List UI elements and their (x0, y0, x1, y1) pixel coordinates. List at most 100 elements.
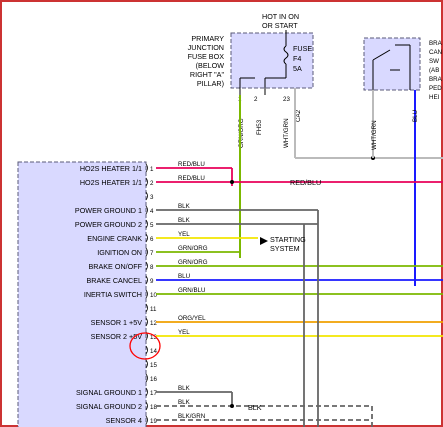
wire-label-pin-5: BLK (178, 217, 191, 224)
pin-bracket-4 (145, 205, 148, 215)
pin-bracket-11 (145, 303, 148, 313)
annotation-circle (129, 332, 161, 360)
splice-dot (230, 180, 234, 184)
jb-pin-23: 23 (283, 96, 290, 103)
ecm-pin-label-10: INERTIA SWITCH (84, 290, 142, 299)
wire-label-pin-13: YEL (178, 329, 190, 336)
starting-system-label-2: SYSTEM (270, 244, 300, 253)
jb-label-3: FUSE BOX (188, 52, 225, 61)
wire-label-pin-19: BLK/GRN (178, 413, 205, 420)
ecm-pin-label-17: SIGNAL GROUND 1 (76, 388, 142, 397)
brake-label-4: (AB (429, 67, 439, 74)
hot-label-2: OR START (262, 21, 298, 30)
wire-label-pin-12: ORG/YEL (178, 315, 206, 322)
pin-bracket-10 (145, 289, 148, 299)
brake-wire-label-1: WHT/GRN (371, 120, 378, 150)
jb-label-5: RIGHT "A" (190, 70, 225, 79)
hot-label-1: HOT IN ON (262, 12, 299, 21)
pin-number-5: 5 (150, 222, 154, 229)
ecm-pin-label-6: ENGINE CRANK (87, 234, 142, 243)
pin-number-17: 17 (150, 390, 157, 397)
pin-bracket-19 (145, 415, 148, 425)
wire-label-pin-17: BLK (178, 385, 191, 392)
pin-number-19: 19 (150, 418, 157, 425)
ecm-connector-box (17, 161, 147, 427)
pin-bracket-3 (145, 191, 148, 201)
wire-label-pin-18: BLK (178, 399, 191, 406)
fuse-label-3: 5A (293, 64, 302, 73)
brake-label-6: PED (429, 85, 442, 92)
pin-number-2: 2 (150, 180, 154, 187)
fuse-box-outline (230, 32, 314, 89)
ecm-pin-label-7: IGNITION ON (97, 248, 142, 257)
pin-number-15: 15 (150, 362, 157, 369)
ground-label-blk: BLK (248, 403, 262, 412)
brake-label-2: CAN (429, 49, 442, 56)
primary-junction-fuse-box: HOT IN ON OR START FUSE F4 5A PRIMARY JU… (188, 12, 314, 148)
pin-bracket-5 (145, 219, 148, 229)
pin-bracket-12 (145, 317, 148, 327)
pin-bracket-1 (145, 163, 148, 173)
pin-bracket-15 (145, 359, 148, 369)
pin-bracket-17 (145, 387, 148, 397)
pin-number-10: 10 (150, 292, 157, 299)
pin-number-18: 18 (150, 404, 157, 411)
ecm-pin-label-13: SENSOR 2 +5V (91, 332, 143, 341)
pin-number-13: 13 (150, 334, 157, 341)
wire-label-pin-4: BLK (178, 203, 191, 210)
pin-number-3: 3 (150, 194, 154, 201)
brake-wire-label-2: BLU (412, 110, 419, 122)
wire-label-grn-org: GRN/ORG (238, 118, 245, 148)
ecm-pin-label-5: POWER GROUND 2 (75, 220, 142, 229)
pin-bracket-14 (145, 345, 148, 355)
pin-bracket-16 (145, 373, 148, 383)
ecm-pin-label-19: SENSOR 4 (106, 416, 142, 425)
wire-label-wht-grn: WHT/GRN (283, 118, 290, 148)
splice-dot (230, 404, 234, 408)
ecm-pin-label-4: POWER GROUND 1 (75, 206, 142, 215)
pin-bracket-8 (145, 261, 148, 271)
ecm-pin-label-1: HO2S HEATER 1/1 (80, 164, 142, 173)
pin-bracket-7 (145, 247, 148, 257)
pin-number-9: 9 (150, 278, 154, 285)
jb-pin-2: 2 (254, 96, 258, 103)
wire-label-pin-10: GRN/BLU (178, 287, 206, 294)
pin-bracket-2 (145, 177, 148, 187)
jb-label-2: JUNCTION (188, 43, 224, 52)
ecm-pin-label-18: SIGNAL GROUND 2 (76, 402, 142, 411)
wire-label-pin-9: BLU (178, 273, 190, 280)
pin-bracket-6 (145, 233, 148, 243)
wire-label-pin-8: GRN/ORG (178, 259, 208, 266)
switch-icon (372, 49, 391, 61)
jb-label-6: PILLAR) (197, 79, 224, 88)
connector-ca2: CA2 (295, 109, 302, 122)
connector-fh53: FH53 (256, 119, 263, 135)
brake-label-1: BRA (429, 40, 443, 47)
pin-number-14: 14 (150, 348, 157, 355)
wire-label-pin-2: RED/BLU (178, 175, 205, 182)
brake-cancel-switch: BRA CAN SW (AB BRA PED HEI (363, 37, 443, 101)
ecm-pin-label-12: SENSOR 1 +5V (91, 318, 143, 327)
fuse-label-1: FUSE (293, 44, 312, 53)
wire-label-pin-1: RED/BLU (178, 161, 205, 168)
brake-label-3: SW (429, 58, 439, 65)
pin-number-4: 4 (150, 208, 154, 215)
right-wire-label-red-blu: RED/BLU (290, 178, 321, 187)
pin-number-8: 8 (150, 264, 154, 271)
jb-label-1: PRIMARY (191, 34, 224, 43)
ecm-pin-label-2: HO2S HEATER 1/1 (80, 178, 142, 187)
pin-number-11: 11 (150, 306, 157, 313)
brake-label-7: HEI (429, 94, 440, 101)
pin-bracket-18 (145, 401, 148, 411)
brake-switch-outline (363, 37, 421, 91)
pin-number-1: 1 (150, 166, 154, 173)
pin-number-12: 12 (150, 320, 157, 327)
ecm-pin-label-8: BRAKE ON/OFF (88, 262, 142, 271)
jb-label-4: (BELOW (196, 61, 225, 70)
pin-number-7: 7 (150, 250, 154, 257)
starting-system-label-1: STARTING (270, 235, 306, 244)
pin-number-6: 6 (150, 236, 154, 243)
